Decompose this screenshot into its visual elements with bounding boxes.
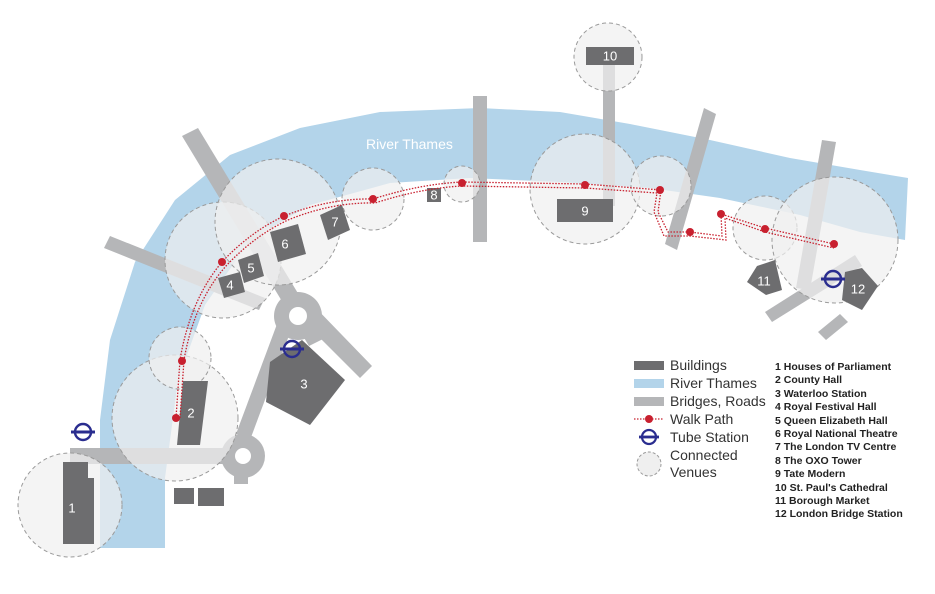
legend-item-buildings: Buildings: [630, 356, 770, 374]
building-5: [238, 253, 264, 283]
building-extra-b: [198, 488, 224, 506]
building-8: [427, 188, 441, 202]
building-label-12: 12: [851, 282, 865, 297]
legend-venues-line1: Connected: [670, 447, 738, 463]
venue-item: 8 The OXO Tower: [775, 454, 862, 467]
venue-list: 1 Houses of Parliament 2 County Hall 3 W…: [775, 361, 903, 522]
building-10: [586, 47, 634, 65]
tube-roundel-icon: [71, 422, 95, 442]
building-4: [218, 272, 245, 298]
roundabout-center: [235, 448, 251, 464]
venue-item: 11 Borough Market: [775, 495, 870, 508]
building-label-3: 3: [300, 377, 307, 392]
legend: Buildings River Thames Bridges, Roads Wa…: [630, 356, 770, 482]
building-label-1: 1: [68, 501, 75, 516]
building-label-11: 11: [757, 274, 771, 289]
building-label-9: 9: [581, 204, 588, 219]
venue-item: 2 County Hall: [775, 374, 843, 387]
building-label-6: 6: [281, 237, 288, 252]
building-9: [557, 199, 613, 222]
venue-item: 6 Royal National Theatre: [775, 428, 898, 441]
venue-item: 7 The London TV Centre: [775, 441, 897, 454]
building-label-2: 2: [187, 406, 194, 421]
buildings: [63, 47, 878, 544]
building-label-4: 4: [226, 278, 233, 293]
road-swatch-icon: [634, 397, 664, 406]
tube-roundel-icon: [821, 269, 845, 289]
building-2: [177, 381, 208, 445]
legend-item-river: River Thames: [630, 374, 770, 392]
venue-item: 9 Tate Modern: [775, 468, 846, 481]
venue-circle-icon: [636, 451, 662, 477]
building-extra-a: [174, 488, 194, 504]
legend-venues-line2: Venues: [670, 464, 717, 480]
venue-item: 10 St. Paul's Cathedral: [775, 481, 888, 494]
building-swatch-icon: [634, 361, 664, 370]
building-label-7: 7: [331, 215, 338, 230]
building-1: [63, 462, 94, 544]
building-label-5: 5: [247, 261, 254, 276]
tube-roundel-icon: [280, 339, 304, 359]
venue-item: 12 London Bridge Station: [775, 508, 903, 521]
roundabout-center: [289, 307, 307, 325]
venue-item: 5 Queen Elizabeth Hall: [775, 414, 888, 427]
river-swatch-icon: [634, 379, 664, 388]
venue-item: 1 Houses of Parliament: [775, 361, 892, 373]
river-label: River Thames: [366, 136, 453, 152]
walk-path-stops: [172, 179, 838, 422]
legend-item-walk-path: Walk Path: [630, 410, 770, 428]
building-11: [747, 260, 782, 295]
tube-roundel-icon: [639, 428, 659, 446]
building-label-10: 10: [603, 49, 617, 64]
building-3: [266, 340, 345, 425]
building-6: [270, 224, 306, 262]
legend-item-roads: Bridges, Roads: [630, 392, 770, 410]
venue-item: 4 Royal Festival Hall: [775, 401, 877, 414]
building-label-8: 8: [430, 188, 437, 203]
legend-item-tube: Tube Station: [630, 428, 770, 446]
legend-item-venues: Connected Venues: [630, 446, 770, 482]
venue-item: 3 Waterloo Station: [775, 387, 867, 400]
building-12: [842, 268, 878, 310]
building-7: [320, 205, 350, 240]
walk-path-icon: [634, 415, 664, 423]
